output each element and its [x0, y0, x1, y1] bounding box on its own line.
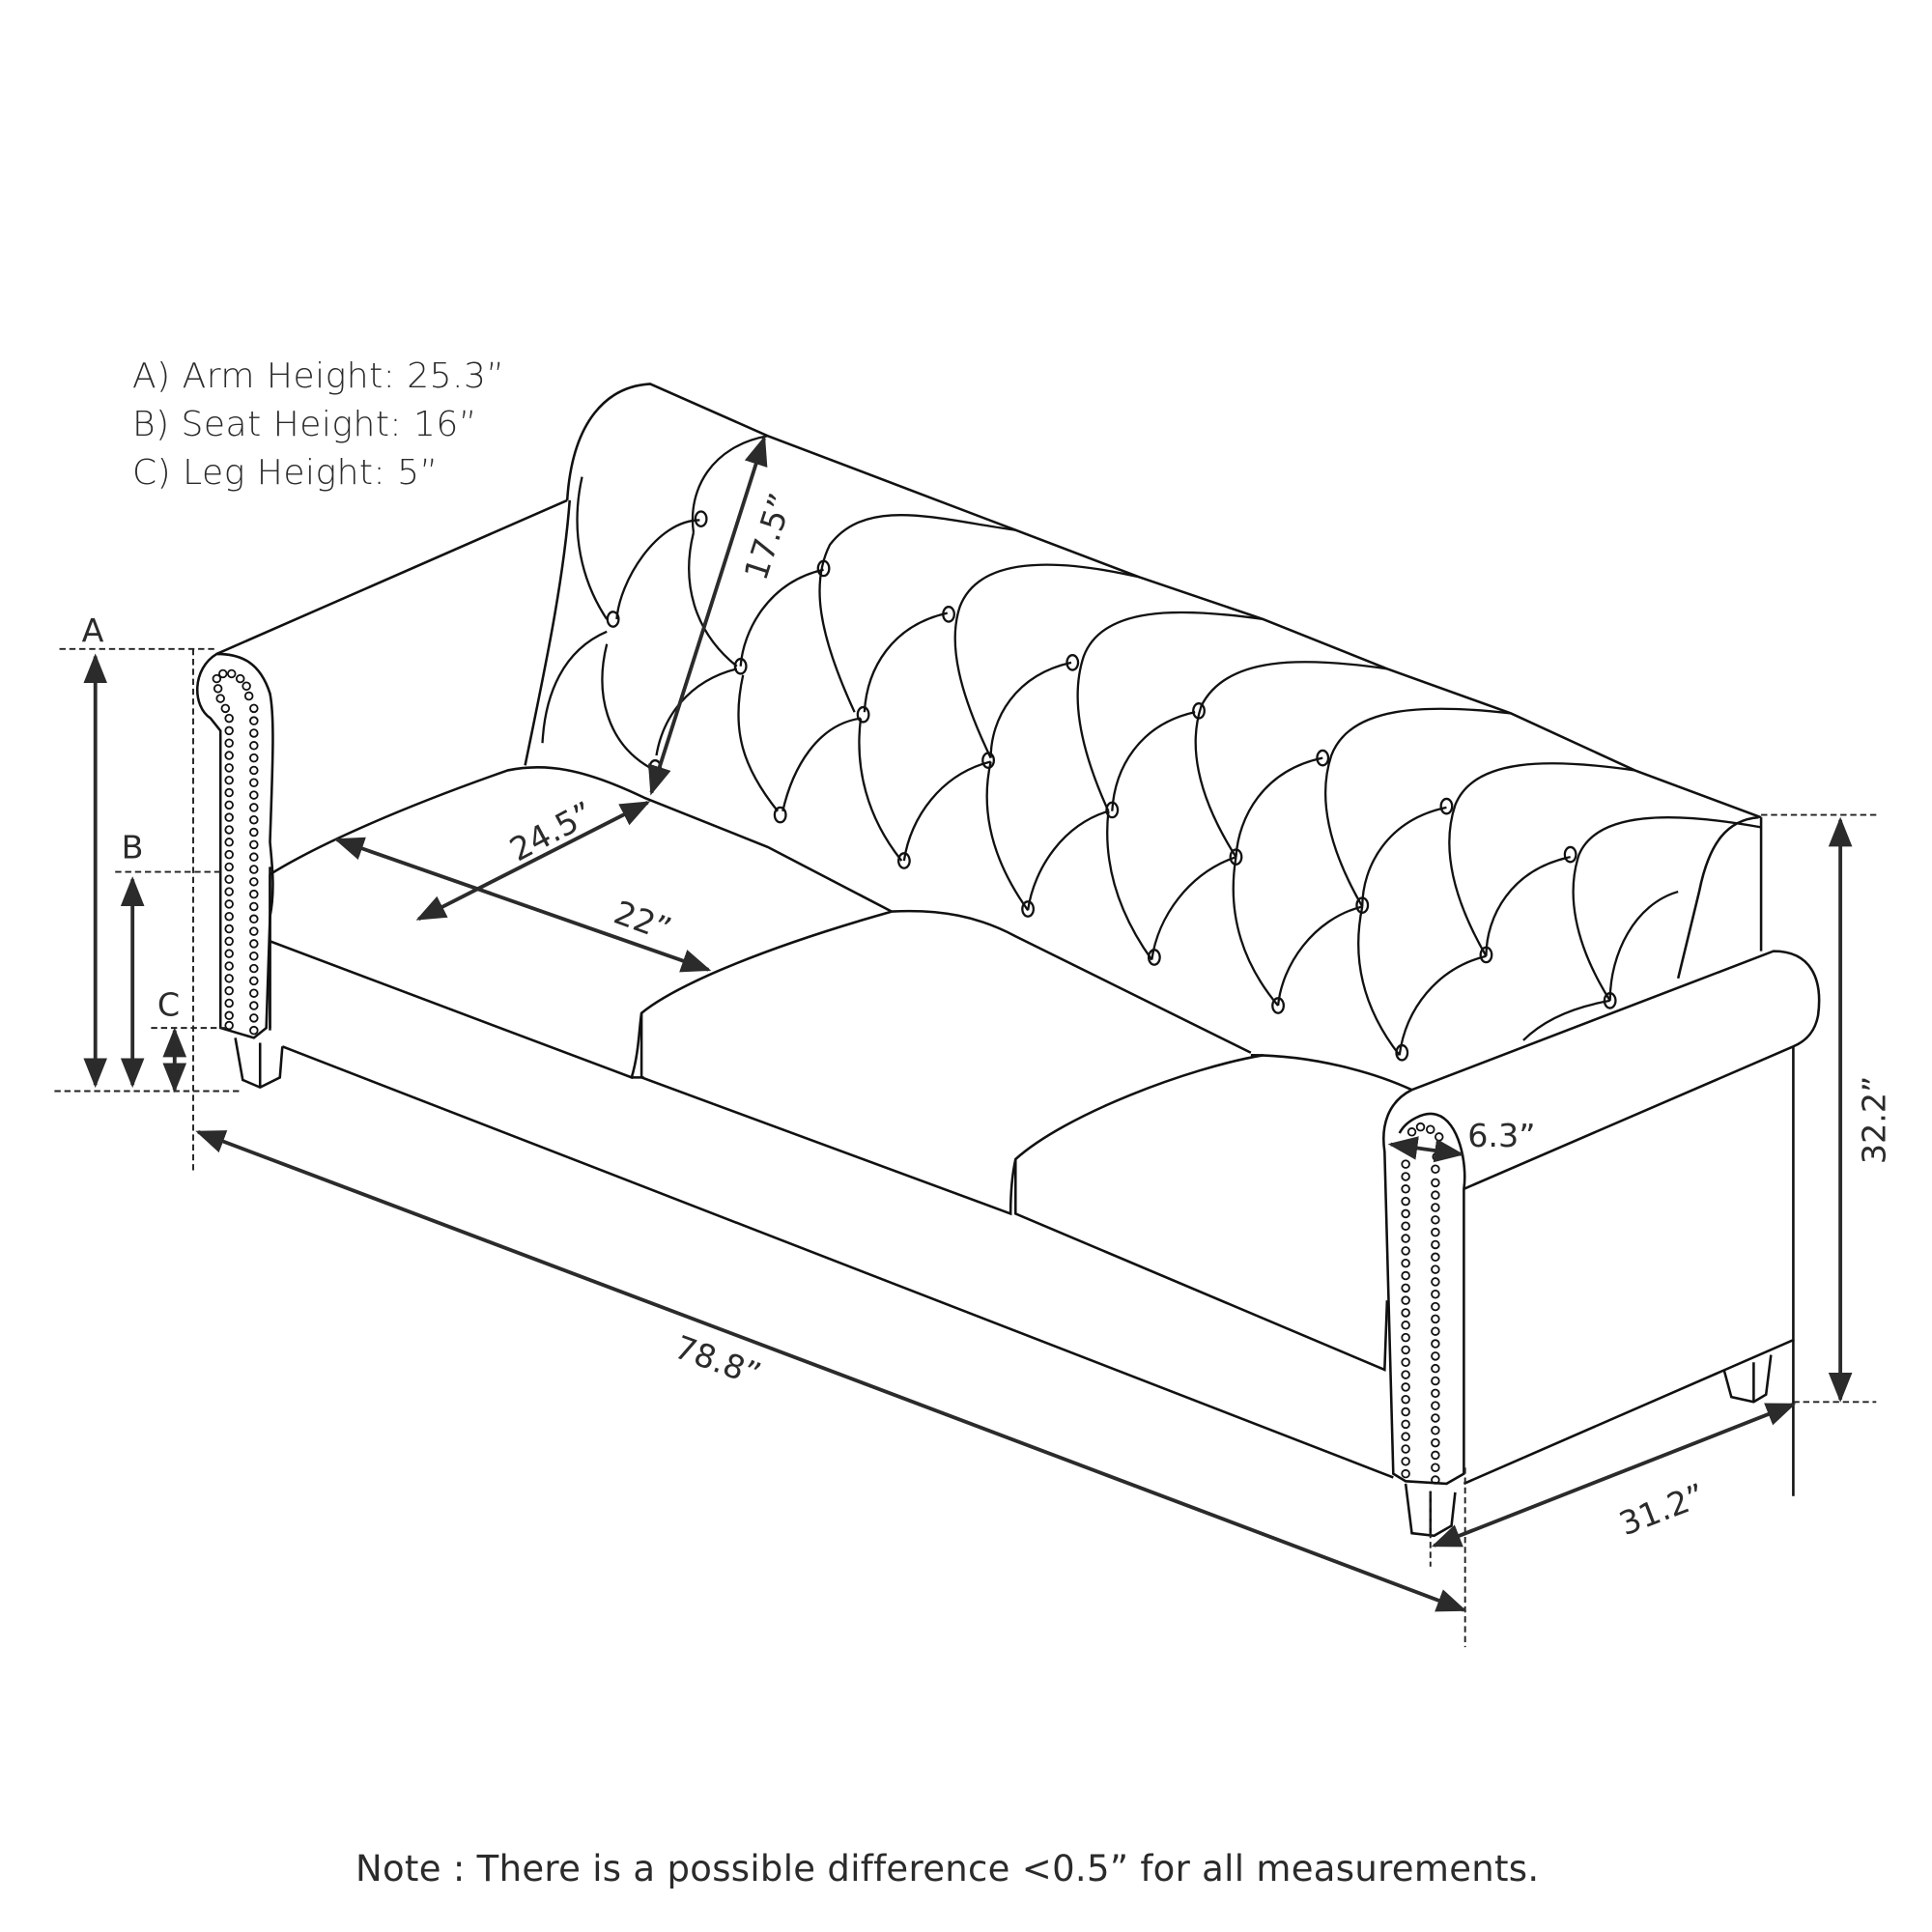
- measurement-note: Note : There is a possible difference <0…: [355, 1848, 1540, 1889]
- nailhead-trim-left: [212, 668, 259, 1036]
- total-depth-arrow: [1431, 1403, 1797, 1548]
- sofa-drawing: [196, 383, 1821, 1538]
- back-height-arrow: [648, 435, 768, 796]
- label-back-height: 17.5”: [737, 489, 800, 584]
- marker-b: B: [122, 828, 144, 866]
- legend-leg-height: C) Leg Height: 5”: [132, 453, 439, 493]
- seat-width-arrow: [333, 837, 712, 973]
- measurement-legend: A) Arm Height: 25.3” B) Seat Height: 16”…: [132, 353, 505, 497]
- marker-c: C: [157, 985, 180, 1023]
- legend-arm-height: A) Arm Height: 25.3”: [132, 356, 505, 396]
- legend-seat-height: B) Seat Height: 16”: [132, 405, 477, 444]
- marker-a: A: [82, 611, 104, 649]
- nailhead-trim-right: [1401, 1122, 1444, 1485]
- arm-width-arrow: [1387, 1136, 1464, 1163]
- label-seat-depth: 24.5”: [503, 794, 599, 868]
- dimension-arrows: [83, 435, 1853, 1612]
- guide-lines: [54, 647, 1877, 1648]
- total-width-arrow: [195, 1129, 1467, 1612]
- label-total-width: 78.8”: [669, 1328, 765, 1394]
- label-total-height: 32.2”: [1855, 1076, 1892, 1164]
- label-arm-width: 6.3”: [1467, 1117, 1535, 1154]
- label-total-depth: 31.2”: [1614, 1476, 1710, 1543]
- tuft-buttons: [606, 510, 1617, 1062]
